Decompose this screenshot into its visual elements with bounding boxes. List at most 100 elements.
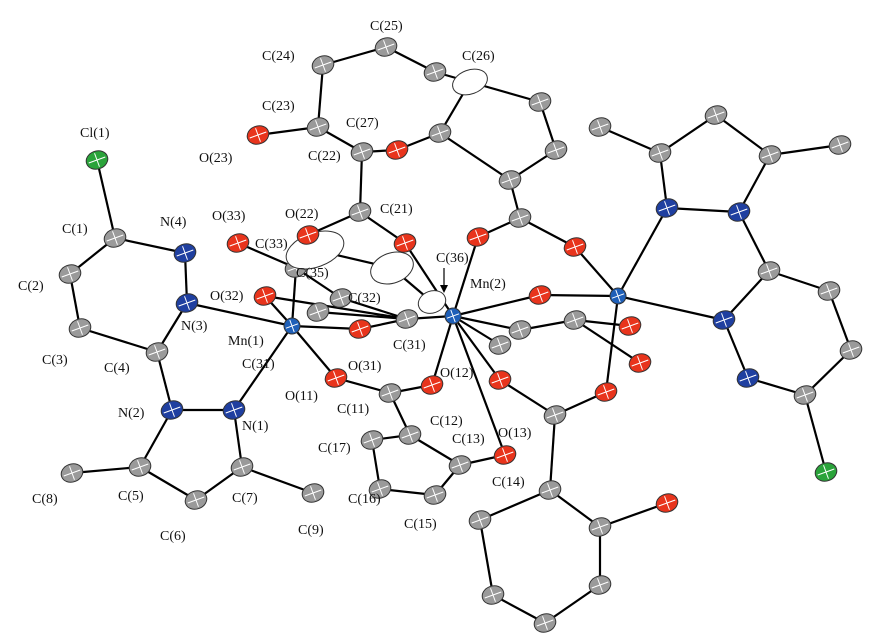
atom-c: [588, 117, 612, 137]
bond: [155, 351, 174, 411]
atom-label: O(33): [212, 209, 246, 224]
atom-c: [184, 490, 208, 510]
bond: [548, 414, 557, 491]
atom-o: [348, 319, 372, 339]
atom-label: O(31): [348, 359, 382, 374]
atom-c: [563, 310, 587, 330]
bond: [237, 241, 297, 270]
atom-o: [253, 286, 277, 306]
atom-c: [588, 517, 612, 537]
atom-c: [839, 340, 863, 360]
atom-label: C(27): [346, 116, 379, 131]
atom-n: [655, 198, 679, 218]
bond: [574, 319, 641, 364]
atom-o: [618, 316, 642, 336]
bond: [803, 394, 828, 473]
atom-c: [468, 510, 492, 530]
bond: [722, 319, 750, 379]
atom-label: C(15): [404, 517, 437, 532]
atom-c: [360, 430, 384, 450]
atom-c: [793, 385, 817, 405]
atom-c: [448, 455, 472, 475]
atom-c: [417, 290, 447, 314]
atom-c: [395, 309, 419, 329]
atom-label: C(8): [32, 492, 58, 507]
bond: [738, 211, 770, 272]
bond: [264, 294, 408, 321]
atom-o: [324, 368, 348, 388]
atom-o: [563, 237, 587, 257]
atom-label: C(1): [62, 222, 88, 237]
atom-label: C(13): [452, 432, 485, 447]
atom-c: [538, 480, 562, 500]
atom-o: [296, 225, 320, 245]
atom-label: C(26): [462, 49, 495, 64]
bond: [451, 236, 480, 317]
atom-label: C(6): [160, 529, 186, 544]
bond: [232, 409, 244, 468]
atom-c: [128, 457, 152, 477]
atom-c: [452, 68, 488, 96]
atom-label: C(3): [42, 353, 68, 368]
bond: [291, 324, 361, 331]
atom-c: [481, 585, 505, 605]
atom-c: [704, 105, 728, 125]
atom-label: C(5): [118, 489, 144, 504]
atom-o: [385, 140, 409, 160]
bond: [291, 325, 337, 379]
atom-c: [374, 37, 398, 57]
atom-c: [544, 140, 568, 160]
atom-label: C(31): [393, 338, 426, 353]
atom-c: [488, 335, 512, 355]
pointer-arrow-head: [440, 285, 448, 293]
atom-o: [246, 125, 270, 145]
atom-c: [370, 251, 414, 285]
atom-label: O(32): [210, 289, 244, 304]
atom-label: C(12): [430, 414, 463, 429]
atom-label: Cl(1): [80, 126, 110, 141]
atom-c: [543, 405, 567, 425]
atom-c: [828, 135, 852, 155]
atom-label: C(36): [436, 251, 469, 266]
atom-o: [226, 233, 250, 253]
atom-c: [648, 143, 672, 163]
atom-c: [306, 117, 330, 137]
atom-label: N(1): [242, 419, 269, 434]
atom-label: N(2): [118, 406, 145, 421]
atom-label: C(35): [296, 266, 329, 281]
atom-label: C(32): [348, 291, 381, 306]
atom-c: [757, 261, 781, 281]
bond: [452, 314, 521, 332]
bond: [139, 466, 197, 501]
bond: [478, 519, 495, 596]
bond: [114, 236, 186, 255]
bond: [599, 501, 668, 529]
atom-o: [420, 375, 444, 395]
atom-mn: [283, 317, 301, 335]
atom-o: [493, 445, 517, 465]
bond: [340, 296, 408, 321]
bond: [519, 217, 576, 248]
bond: [241, 465, 314, 495]
bond: [599, 125, 661, 155]
atom-label: C(7): [232, 491, 258, 506]
atom-n: [160, 400, 184, 420]
atom-label: N(4): [160, 215, 187, 230]
atom-c: [398, 425, 422, 445]
atom-label: C(21): [380, 202, 413, 217]
bond: [499, 379, 556, 416]
atom-c: [378, 383, 402, 403]
atom-c: [306, 302, 330, 322]
atom-c: [758, 145, 782, 165]
bond: [452, 293, 541, 318]
atom-label: C(9): [298, 523, 324, 538]
atom-n: [736, 368, 760, 388]
bond: [95, 159, 117, 239]
bond: [574, 246, 619, 297]
atom-label: C(11): [337, 402, 369, 417]
atom-label: Mn(2): [470, 277, 506, 292]
atom-n: [175, 293, 199, 313]
atom-label: C(14): [492, 475, 525, 490]
